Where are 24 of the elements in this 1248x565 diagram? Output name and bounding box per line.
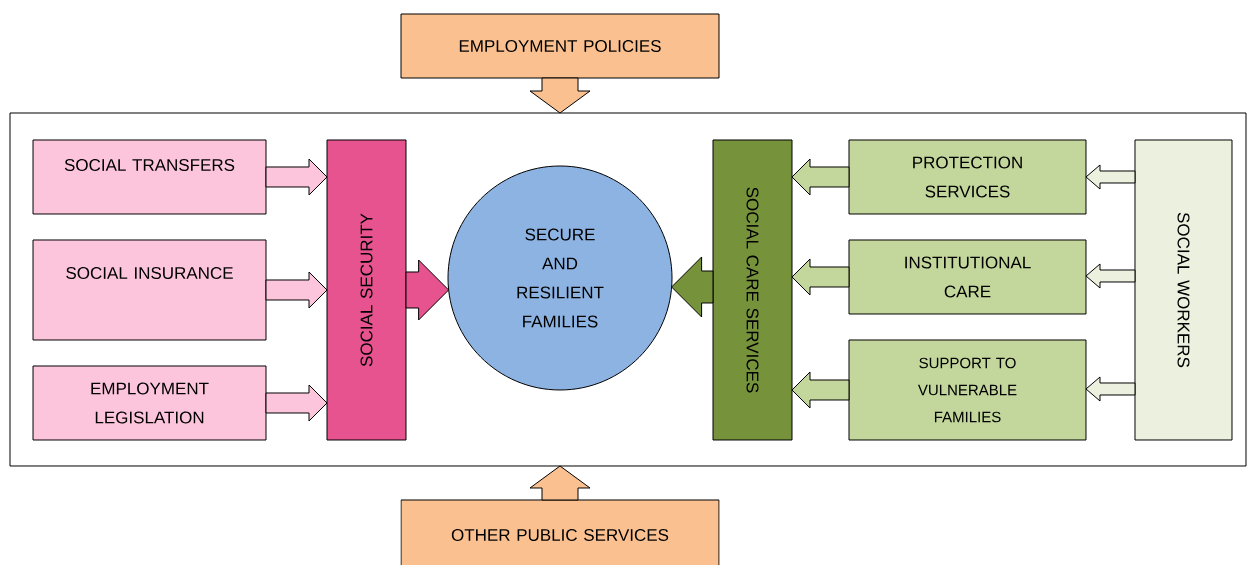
pillar-box: SOCIAL SECURITY (326, 139, 407, 441)
block-arrow (1085, 263, 1136, 289)
input-box: SOCIAL INSURANCE (32, 239, 267, 341)
actor-box: SOCIAL WORKERS (1134, 139, 1233, 441)
input-box: OTHER PUBLIC SERVICES (400, 499, 720, 565)
block-arrow (791, 371, 850, 409)
service-box: INSTITUTIONAL CARE (848, 239, 1087, 315)
block-arrow (529, 77, 591, 114)
input-box: EMPLOYMENT LEGISLATION (32, 365, 267, 441)
service-box: SUPPORT TO VULNERABLE FAMILIES (848, 339, 1087, 441)
block-arrow (265, 384, 328, 422)
block-arrow (1085, 164, 1136, 190)
input-box: EMPLOYMENT POLICIES (400, 13, 720, 79)
block-arrow (791, 258, 850, 296)
block-arrow (529, 465, 591, 501)
block-arrow (791, 158, 850, 196)
block-arrow (405, 259, 450, 321)
block-arrow (265, 271, 328, 309)
service-box: PROTECTION SERVICES (848, 139, 1087, 215)
block-arrow (265, 158, 328, 196)
input-box: SOCIAL TRANSFERS (32, 139, 267, 215)
pillar-box: SOCIAL CARE SERVICES (712, 139, 793, 441)
block-arrow (1085, 376, 1136, 402)
block-arrow (671, 256, 714, 318)
